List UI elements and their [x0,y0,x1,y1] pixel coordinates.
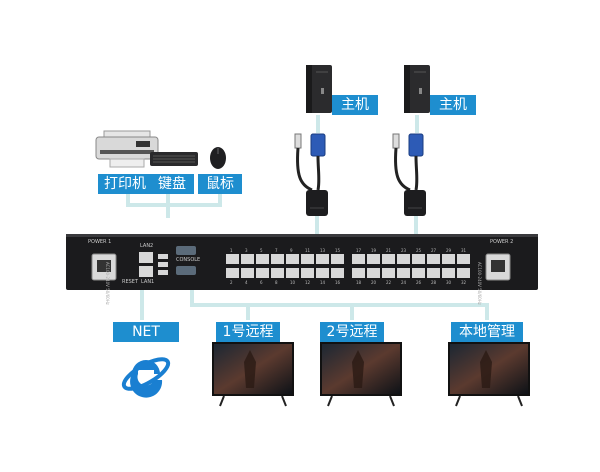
keyboard-label: 键盘 [150,174,194,194]
rj45-port [427,268,440,278]
pc-tower-icon [404,65,430,113]
port-number: 32 [461,280,467,285]
port-number: 30 [446,280,452,285]
rj45-port [256,268,269,278]
port-number: 15 [335,248,341,253]
mouse-icon [210,147,226,169]
port-number: 22 [386,280,392,285]
rj45-port [241,254,254,264]
rj45-port [367,268,380,278]
port-number: 25 [416,248,422,253]
monitor-icon [320,342,402,407]
rj45-port [382,254,395,264]
vga-adapter-icon [392,133,426,234]
rj45-port [412,268,425,278]
rj45-port [271,254,284,264]
rj45-port [271,268,284,278]
rj45-port [301,254,314,264]
voltage-label-right: AC100-240V 50/60Hz [477,262,482,305]
rj45-port [367,254,380,264]
host-2-label: 主机 [430,95,476,115]
rj45-port [301,268,314,278]
port-number: 11 [305,248,311,253]
rj45-port [397,254,410,264]
keyboard-icon [150,152,198,166]
monitor-icon [212,342,294,407]
mouse-label: 鼠标 [198,174,242,194]
port-number: 10 [290,280,296,285]
rj45-port [442,268,455,278]
lan1-label: LAN1 [141,279,155,285]
port-number: 16 [335,280,341,285]
port-number: 21 [386,248,392,253]
port-number: 17 [356,248,362,253]
port-number: 7 [275,248,278,253]
port-number: 24 [401,280,407,285]
rj45-port [382,268,395,278]
port-number: 27 [431,248,437,253]
reset-label: RESET [122,279,139,285]
port-number: 4 [245,280,248,285]
remote-2-label: 2号远程 [320,322,384,342]
port-number: 20 [371,280,377,285]
port-number: 31 [461,248,467,253]
port-number: 28 [431,280,437,285]
rj45-port [316,254,329,264]
port-number: 1 [230,248,233,253]
printer-icon [95,130,159,168]
rj45-port [286,254,299,264]
rj45-port-array [226,254,470,278]
rj45-port [316,268,329,278]
lan2-label: LAN2 [140,243,154,249]
local-admin-label: 本地管理 [451,322,523,342]
rj45-port [226,254,239,264]
rj45-port [457,268,470,278]
pc-tower-icon [306,65,332,113]
rj45-port [226,268,239,278]
rj45-port [457,254,470,264]
power-2-label: POWER 2 [490,239,514,245]
port-number: 29 [446,248,452,253]
rj45-port [427,254,440,264]
rj45-port [286,268,299,278]
voltage-label-left: AC100-240V 50/60Hz [105,262,110,305]
monitor-icon [448,342,530,407]
net-label: NET [113,322,179,342]
rj45-port [397,268,410,278]
rj45-port [352,254,365,264]
rj45-port [352,268,365,278]
remote-1-label: 1号远程 [216,322,280,342]
rj45-port [331,268,344,278]
port-number: 23 [401,248,407,253]
port-number: 14 [320,280,326,285]
rj45-port [412,254,425,264]
port-number: 13 [320,248,326,253]
rj45-port [442,254,455,264]
port-number: 9 [290,248,293,253]
port-number: 12 [305,280,311,285]
console-label: CONSOLE [176,257,201,263]
port-number: 6 [260,280,263,285]
rj45-port [256,254,269,264]
vga-adapter-icon [294,133,328,234]
ie-browser-icon [121,357,171,398]
power-1-label: POWER 1 [88,239,112,245]
port-number: 3 [245,248,248,253]
port-number: 8 [275,280,278,285]
port-number: 5 [260,248,263,253]
port-number: 26 [416,280,422,285]
port-number: 18 [356,280,362,285]
rj45-port [331,254,344,264]
port-number: 2 [230,280,233,285]
printer-label: 打印机 [98,174,152,194]
host-1-label: 主机 [332,95,378,115]
port-number: 19 [371,248,377,253]
rj45-port [241,268,254,278]
